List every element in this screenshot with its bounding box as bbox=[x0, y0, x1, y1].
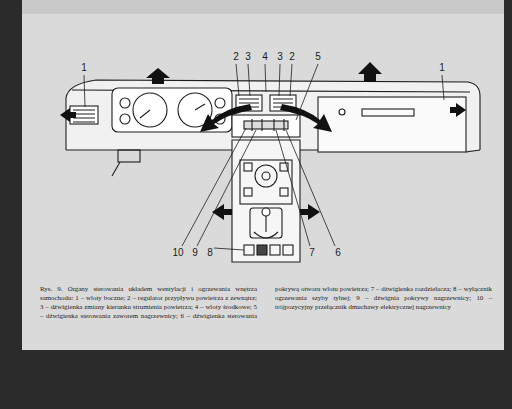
figure-caption: Rys. 9. Organy sterowania układem wentyl… bbox=[40, 284, 492, 320]
callout-number: 2 bbox=[233, 52, 239, 62]
leader-lines bbox=[84, 64, 444, 250]
callout-number: 7 bbox=[309, 248, 315, 258]
callout-number: 6 bbox=[335, 248, 341, 258]
callout-number: 1 bbox=[81, 63, 87, 73]
callout-number: 4 bbox=[262, 52, 268, 62]
callout-number: 9 bbox=[192, 248, 198, 258]
callout-number: 1 bbox=[439, 63, 445, 73]
callout-number: 5 bbox=[315, 52, 321, 62]
page bbox=[22, 0, 504, 350]
callout-number: 2 bbox=[289, 52, 295, 62]
callout-number: 3 bbox=[245, 52, 251, 62]
dashboard bbox=[66, 80, 480, 262]
page-curl bbox=[22, 0, 504, 14]
callout-number: 8 bbox=[207, 248, 213, 258]
airflow-arrows bbox=[60, 62, 466, 220]
callout-number: 10 bbox=[172, 248, 183, 258]
callout-number: 3 bbox=[277, 52, 283, 62]
